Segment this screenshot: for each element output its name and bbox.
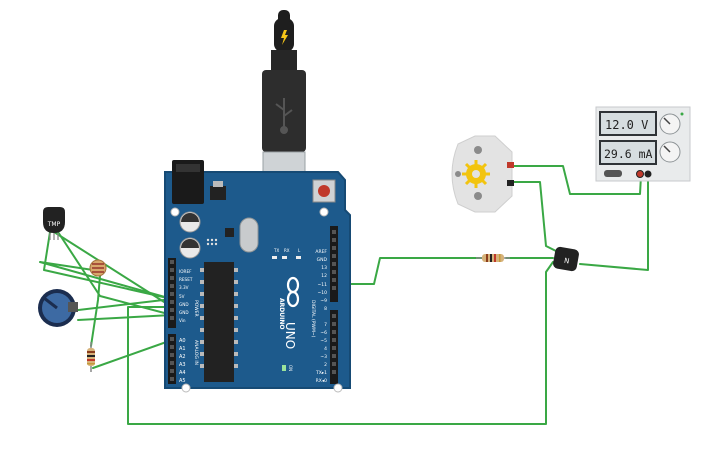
pin-label-ioref: IOREF <box>179 269 192 274</box>
wire-supply-emitter[interactable] <box>579 175 649 271</box>
pin-label-vin: Vin <box>179 318 186 323</box>
arduino-uno-board[interactable]: TX RX L ARDUINO UNO ON IORE <box>164 160 351 393</box>
voltage-knob[interactable] <box>659 113 681 135</box>
transistor[interactable]: N <box>552 246 579 272</box>
pin-label-a4: A4 <box>179 370 186 376</box>
pin-label-13: 13 <box>321 265 327 271</box>
terminal-positive[interactable] <box>636 170 644 178</box>
pin-label-3v3: 3.3V <box>179 285 189 290</box>
usb-icon <box>275 98 293 134</box>
pin-label-5: ~5 <box>320 338 327 344</box>
gear-icon <box>462 160 490 188</box>
lightning-icon <box>281 30 288 45</box>
pin-label-gnd3: GND <box>317 257 328 263</box>
voltage-readout: 12.0 V <box>605 118 648 132</box>
pin-label-0: RX◂0 <box>316 378 327 384</box>
terminal-negative[interactable] <box>644 170 652 178</box>
pin-label-6: ~6 <box>320 330 327 336</box>
on-label: ON <box>288 365 293 371</box>
digital-header-label: DIGITAL (PWM~) <box>310 300 316 338</box>
dc-motor[interactable] <box>451 135 514 213</box>
analog-header: A0 A1 A2 A3 A4 A5 ANALOG IN <box>168 334 199 384</box>
l-label: L <box>298 248 301 253</box>
reset-button[interactable] <box>312 179 336 203</box>
pin-label-a0: A0 <box>179 338 186 344</box>
pin-label-12: 12 <box>321 273 327 279</box>
tmp36-sensor[interactable]: TMP <box>43 207 65 240</box>
pin-label-11: ~11 <box>318 282 328 288</box>
pin-label-2: 2 <box>324 362 327 368</box>
pin-label-10: ~10 <box>318 290 328 296</box>
pin-label-reset: RESET <box>179 277 193 282</box>
pin-label-7: 7 <box>324 322 327 328</box>
wire-pot[interactable] <box>69 298 173 312</box>
wire-gnd-loop[interactable] <box>127 261 554 425</box>
power-header-label: POWER <box>193 300 199 317</box>
photoresistor[interactable] <box>89 259 107 277</box>
wire-pin11[interactable] <box>335 257 485 285</box>
pin-label-8: 8 <box>324 306 327 312</box>
atmega-chip <box>200 262 238 382</box>
capacitors <box>179 211 201 259</box>
rx-label: RX <box>284 248 290 253</box>
power-led <box>282 365 286 371</box>
wire-tmp-gnd[interactable] <box>53 231 173 308</box>
wire-ldr-a1[interactable] <box>90 275 101 347</box>
wire-motor-pos[interactable] <box>513 165 642 195</box>
resistor-base[interactable] <box>476 254 510 262</box>
wire-tmp-5v[interactable] <box>43 231 173 300</box>
pin-label-a2: A2 <box>179 354 186 360</box>
power-header: IOREF RESET 3.3V 5V GND GND Vin POWER <box>168 258 199 328</box>
wire-motor-neg[interactable] <box>513 181 559 253</box>
power-supply[interactable]: 12.0 V 29.6 mA <box>595 106 691 182</box>
pin-label-a3: A3 <box>179 362 186 368</box>
digital-header-top: AREF GND 13 12 ~11 ~10 ~9 8 <box>315 226 338 312</box>
pin-label-4: 4 <box>324 346 327 352</box>
pin-label-5v: 5V <box>179 294 185 299</box>
mounting-holes <box>170 207 343 393</box>
wire-pot-2[interactable] <box>77 314 173 321</box>
brand-label: ARDUINO <box>278 298 285 329</box>
wire-tmp-a0[interactable] <box>57 231 173 316</box>
voltage-regulator <box>210 186 226 200</box>
wires <box>39 165 649 425</box>
transistor-label: N <box>563 257 570 266</box>
model-label: UNO <box>283 322 297 349</box>
pin-label-aref: AREF <box>315 249 327 255</box>
potentiometer[interactable] <box>38 289 78 327</box>
current-knob[interactable] <box>659 141 681 163</box>
pin-label-a1: A1 <box>179 346 186 352</box>
status-leds: TX RX L <box>272 248 301 259</box>
wire-resistor-a0[interactable] <box>92 339 173 369</box>
tmp-label: TMP <box>47 221 61 228</box>
current-readout: 29.6 mA <box>604 147 653 161</box>
arduino-logo-icon <box>286 276 300 308</box>
resistor-left[interactable] <box>87 342 95 372</box>
icsp-header <box>206 238 218 246</box>
pin-label-gnd2: GND <box>179 310 189 315</box>
pin-label-9: ~9 <box>320 298 327 304</box>
pin-label-3: ~3 <box>320 354 327 360</box>
wire-ldr-5v[interactable] <box>39 261 173 300</box>
digital-header-bottom: 7 ~6 ~5 4 ~3 2 TX▸1 RX◂0 DIGITAL (PWM~) <box>310 300 338 384</box>
pin-label-gnd1: GND <box>179 302 189 307</box>
pin-label-1: TX▸1 <box>315 370 327 376</box>
analog-header-label: ANALOG IN <box>193 340 199 365</box>
crystal <box>239 217 259 253</box>
power-switch[interactable] <box>604 170 622 177</box>
pin-label-a5: A5 <box>179 378 186 384</box>
tx-label: TX <box>273 248 279 253</box>
